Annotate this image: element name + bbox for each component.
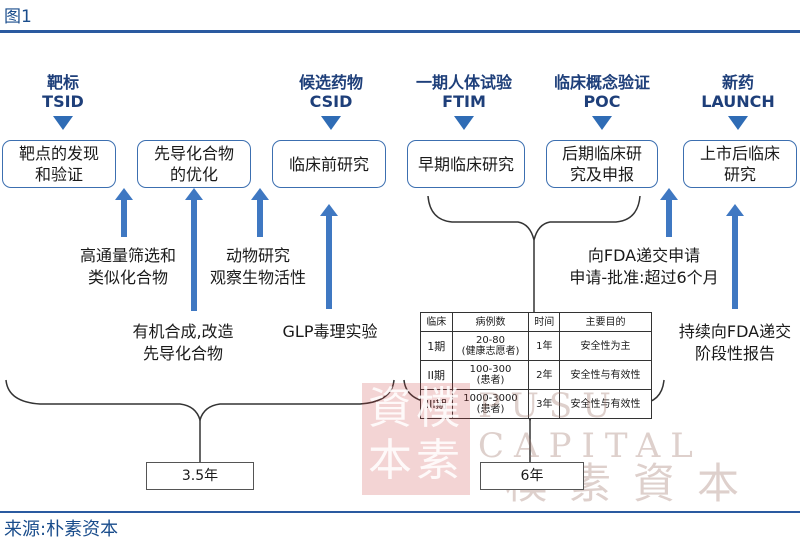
- source-label: 来源:朴素资本: [4, 519, 119, 540]
- table-cell-cases-subject: (患者): [476, 404, 505, 415]
- table-cell-phase: II期: [420, 360, 453, 390]
- note-screening-l1: 高通量筛选和: [79, 246, 176, 265]
- box-lead-optimization-l2: 的优化: [169, 165, 218, 184]
- up-arrow-head-screening: [115, 188, 133, 200]
- up-arrow-head-glp: [320, 204, 338, 216]
- note-glp: GLP毒理实验: [282, 322, 378, 341]
- note-synthesis-l2: 先导化合物: [142, 344, 223, 363]
- stage-csid: 候选药物 CSID: [271, 73, 391, 111]
- up-arrow-shaft-animal: [257, 199, 263, 237]
- box-late-clinical: 后期临床研究及申报: [546, 140, 658, 188]
- up-arrow-head-continuous: [726, 204, 744, 216]
- stage-ftim: 一期人体试验 FTIM: [404, 73, 524, 111]
- box-post-market: 上市后临床研究: [683, 140, 797, 188]
- table-row: II期 100-300(患者) 2年 安全性与有效性: [420, 360, 652, 390]
- box-lead-optimization-l1: 先导化合物: [153, 144, 234, 163]
- table-cell-cases-subject: (健康志愿者): [461, 346, 520, 357]
- down-arrow-poc: [592, 116, 612, 130]
- up-arrow-shaft-continuous: [732, 215, 738, 309]
- note-animal-l2: 观察生物活性: [209, 268, 306, 287]
- up-arrow-shaft-screening: [121, 199, 127, 237]
- note-animal-l1: 动物研究: [225, 246, 290, 265]
- note-synthesis-l1: 有机合成,改造: [132, 322, 234, 341]
- box-lead-optimization: 先导化合物的优化: [137, 140, 251, 188]
- table-header-time: 时间: [528, 312, 561, 332]
- box-early-clinical-l1: 早期临床研究: [417, 154, 514, 174]
- note-screening-l2: 类似化合物: [87, 268, 168, 287]
- down-arrow-tsid: [53, 116, 73, 130]
- note-fda: 向FDA递交申请 申请-批准:超过6个月: [556, 245, 732, 289]
- table-cell-purpose: 安全性与有效性: [559, 360, 652, 390]
- table-row: III期 1000-3000(患者) 3年 安全性与有效性: [420, 389, 652, 419]
- stage-poc-en: POC: [583, 92, 621, 111]
- top-divider: [0, 30, 800, 33]
- table-cell-time: 1年: [528, 331, 561, 361]
- note-continuous: 持续向FDA递交 阶段性报告: [672, 321, 798, 365]
- clinical-brace: [427, 195, 641, 241]
- note-screening: 高通量筛选和 类似化合物: [66, 245, 190, 289]
- box-target-discovery-l2: 和验证: [34, 165, 83, 184]
- stage-tsid: 靶标 TSID: [3, 73, 123, 111]
- up-arrow-head-fda: [660, 188, 678, 200]
- table-cell-purpose: 安全性与有效性: [559, 389, 652, 419]
- stage-tsid-cn: 靶标: [46, 73, 79, 92]
- stage-ftim-cn: 一期人体试验: [415, 73, 512, 92]
- watermark-english: PUSU CAPITAL: [478, 386, 703, 466]
- box-late-clinical-l2: 究及申报: [569, 165, 634, 184]
- box-post-market-l2: 研究: [723, 165, 756, 184]
- stage-launch-cn: 新药: [721, 73, 754, 92]
- up-arrow-head-animal: [251, 188, 269, 200]
- table-cell-cases-count: 20-80: [475, 335, 506, 346]
- up-arrow-shaft-synthesis: [191, 199, 197, 311]
- table-header-phase: 临床: [420, 312, 453, 332]
- box-target-discovery-l1: 靶点的发现: [18, 144, 99, 163]
- box-target-discovery: 靶点的发现和验证: [2, 140, 116, 188]
- duration-preclinical: 3.5年: [146, 462, 254, 490]
- stage-tsid-en: TSID: [42, 92, 84, 111]
- stage-poc: 临床概念验证 POC: [542, 73, 662, 111]
- bottom-divider: [0, 511, 800, 513]
- note-animal: 动物研究 观察生物活性: [196, 245, 320, 289]
- note-fda-l1: 向FDA递交申请: [587, 246, 701, 265]
- watermark-seal-bottom: 本素: [368, 435, 464, 486]
- duration-clinical: 6年: [480, 462, 584, 490]
- table-header-purpose: 主要目的: [559, 312, 652, 332]
- up-arrow-head-synthesis: [185, 188, 203, 200]
- note-fda-l2: 申请-批准:超过6个月: [569, 268, 719, 287]
- table-header-row: 临床 病例数 时间 主要目的: [420, 312, 652, 332]
- box-preclinical: 临床前研究: [272, 140, 386, 188]
- stage-ftim-en: FTIM: [442, 92, 486, 111]
- table-row: 1期 20-80(健康志愿者) 1年 安全性为主: [420, 331, 652, 361]
- down-arrow-launch: [728, 116, 748, 130]
- figure-label: 图1: [4, 7, 32, 27]
- stage-csid-en: CSID: [309, 92, 353, 111]
- stage-launch-en: LAUNCH: [701, 92, 775, 111]
- table-cell-purpose: 安全性为主: [559, 331, 652, 361]
- table-header-cases: 病例数: [451, 312, 530, 332]
- clinical-trial-table: 临床 病例数 时间 主要目的 1期 20-80(健康志愿者) 1年 安全性为主 …: [420, 312, 652, 419]
- table-cell-phase: 1期: [420, 331, 453, 361]
- stage-csid-cn: 候选药物: [298, 73, 363, 92]
- table-cell-cases: 1000-3000(患者): [451, 389, 530, 419]
- note-synthesis: 有机合成,改造 先导化合物: [118, 321, 248, 365]
- box-late-clinical-l1: 后期临床研: [561, 144, 642, 163]
- down-arrow-csid: [321, 116, 341, 130]
- up-arrow-shaft-glp: [326, 215, 332, 309]
- table-cell-cases-count: 1000-3000: [463, 393, 518, 404]
- watermark-seal: 資樸 本素: [362, 383, 470, 495]
- stage-poc-cn: 临床概念验证: [553, 73, 650, 92]
- table-cell-cases-subject: (患者): [476, 375, 505, 386]
- table-cell-cases-count: 100-300: [469, 364, 512, 375]
- box-preclinical-l1: 临床前研究: [288, 154, 369, 174]
- up-arrow-shaft-fda: [666, 199, 672, 237]
- watermark-seal-top: 資樸: [368, 383, 464, 434]
- stage-launch: 新药 LAUNCH: [678, 73, 798, 111]
- note-continuous-l1: 持续向FDA递交: [678, 322, 792, 341]
- down-arrow-ftim: [454, 116, 474, 130]
- preclinical-bracket: [5, 379, 395, 423]
- note-continuous-l2: 阶段性报告: [694, 344, 775, 363]
- box-early-clinical: 早期临床研究: [407, 140, 525, 188]
- table-cell-cases: 20-80(健康志愿者): [451, 331, 530, 361]
- box-post-market-l1: 上市后临床: [699, 144, 780, 163]
